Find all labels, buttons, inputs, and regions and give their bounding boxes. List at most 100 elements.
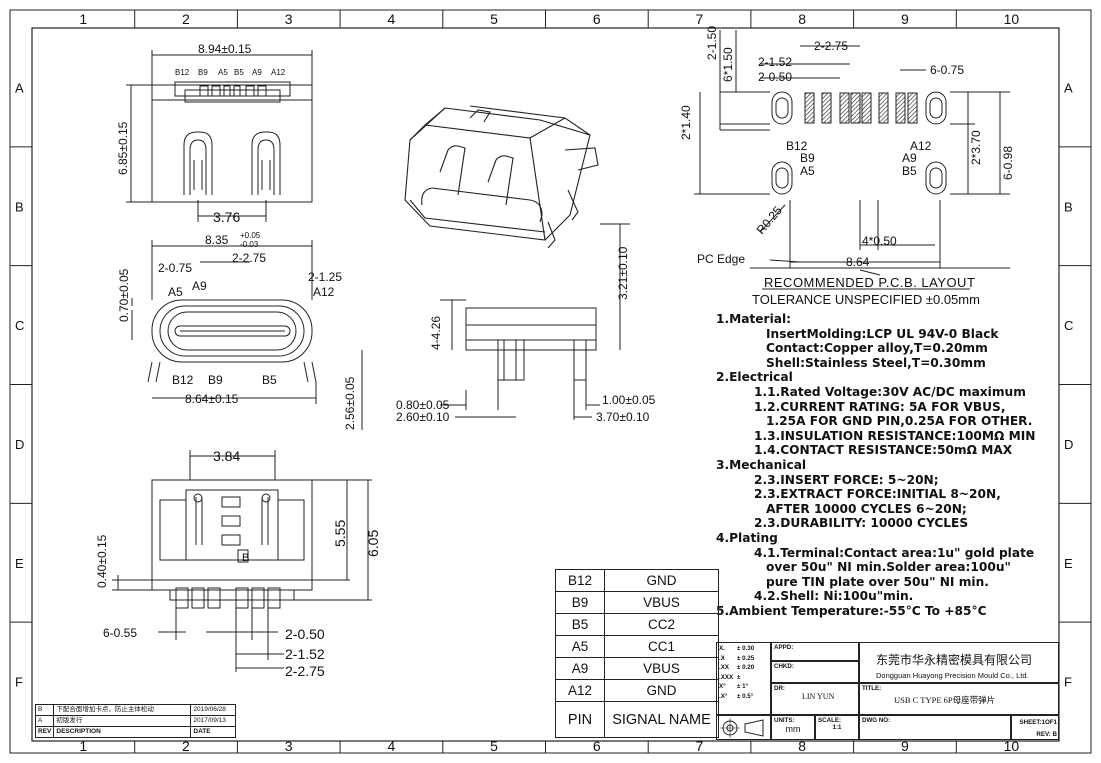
grid-col-label: 1 — [79, 11, 87, 27]
front-width-top-minus: -0.03 — [240, 240, 259, 249]
tolerance-value: ± 0.5° — [737, 692, 754, 700]
side-dim-c: 1.00±0.05 — [602, 393, 656, 407]
appd-label: APPD: — [774, 644, 794, 651]
note-line: 2.Electrical — [716, 370, 793, 385]
grid-col-label: 5 — [490, 738, 498, 754]
bottom-pitch-left: 6-0.55 — [103, 626, 137, 640]
signal-cell: CC1 — [604, 635, 719, 658]
scale-label: SCALE: — [818, 717, 842, 724]
scale-cell: SCALE: 1:1 — [815, 715, 859, 740]
rev-cell: DATE — [190, 726, 237, 738]
grid-col-label: 7 — [696, 738, 704, 754]
grid-col-label: 9 — [901, 738, 909, 754]
side-dim-a: 0.80±0.05 — [396, 398, 450, 412]
grid-col-label: 10 — [1004, 738, 1020, 754]
grid-row-label: F — [1064, 675, 1072, 690]
grid-col-label: 8 — [798, 11, 806, 27]
note-line: 1.4.CONTACT RESISTANCE:50mΩ MAX — [754, 443, 1013, 458]
grid-col-label: 4 — [387, 738, 395, 754]
pcb-pad — [821, 92, 832, 124]
note-line: Shell:Stainless Steel,T=0.30mm — [766, 355, 986, 370]
grid-row-label: B — [1064, 199, 1073, 214]
drawing-title: USB C TYPE 6P母座带弹片 — [894, 695, 996, 705]
grid-col-label: 6 — [593, 738, 601, 754]
side-view — [361, 223, 630, 430]
side-height-body: 4-4.26 — [429, 316, 443, 350]
grid-row-label: E — [1064, 556, 1073, 571]
rev-cell: 下配合面增加卡点，防止主体松动 — [53, 704, 192, 716]
grid-row-label: B — [15, 199, 24, 214]
grid-row-label: C — [1064, 318, 1073, 333]
grid-col-label: 4 — [387, 11, 395, 27]
rev-value: REV: B — [1036, 731, 1057, 738]
note-line: over 50u" NI min.Solder area:100u" — [766, 560, 1011, 575]
first-angle-projection-icon — [720, 718, 764, 738]
bottom-marker: B — [242, 552, 249, 564]
bottom-h2: 6.05 — [365, 530, 381, 557]
pcb-dim-v1: 2-1.50 — [705, 26, 719, 60]
pcb-dim-pitch-a: 2-2.75 — [814, 39, 848, 53]
title-label: TITLE: — [862, 685, 882, 692]
bottom-view — [112, 450, 372, 672]
drawn-by: LIN YUN — [802, 692, 835, 701]
grid-col-label: 3 — [285, 11, 293, 27]
pcb-pad — [878, 92, 889, 124]
pin-cell: B5 — [555, 613, 605, 636]
pin-cell: A5 — [555, 635, 605, 658]
front-view — [131, 240, 317, 404]
tolerance-key: X. — [719, 645, 725, 652]
tolerance-cell: X.± 0.30.X± 0.25.XX± 0.20.XXX±X°± 1°.X°±… — [716, 642, 771, 715]
grid-row-label: D — [15, 437, 24, 452]
grid-row-label: F — [15, 675, 23, 690]
note-line: pure TIN plate over 50u" NI min. — [766, 574, 989, 589]
sheet-cell: SHEET:1OF1 REV: B — [1011, 715, 1059, 740]
note-line: 2.3.EXTRACT FORCE:INITIAL 8~20N, — [754, 487, 1001, 502]
rev-cell: B — [34, 704, 55, 716]
dwg-cell: DWG NO: — [859, 715, 1011, 740]
signal-cell: GND — [604, 569, 719, 592]
tolerance-key: .X° — [719, 692, 728, 700]
front-pin-label: A12 — [313, 285, 335, 299]
pcb-tolerance: TOLERANCE UNSPECIFIED ±0.05mm — [752, 292, 980, 307]
front-pin-label: B9 — [208, 373, 223, 387]
pcb-pad — [850, 92, 861, 124]
grid-row-label: E — [15, 556, 24, 571]
grid-row-label: A — [15, 80, 24, 95]
pcb-pads — [804, 92, 918, 124]
pcb-pad — [895, 92, 906, 124]
front-width-bottom: 8.64±0.15 — [185, 392, 239, 406]
pin-cell: A12 — [555, 679, 605, 702]
tolerance-value: ± 0.30 — [737, 645, 755, 652]
tolerance-row: .XXX± — [719, 673, 768, 683]
pcb-dim-bottom-a: 4*0.50 — [862, 234, 897, 248]
top-pin-label: A9 — [252, 68, 262, 77]
outer-frame — [9, 9, 1092, 754]
note-line: InsertMolding:LCP UL 94V-0 Black — [766, 326, 999, 341]
pcb-title: RECOMMENDED P.C.B. LAYOUT — [764, 275, 975, 290]
top-height-dim: 6.85±0.15 — [116, 121, 130, 175]
pcb-pin-label: A12 — [910, 139, 932, 153]
grid-col-label: 8 — [798, 738, 806, 754]
grid-col-label: 1 — [79, 738, 87, 754]
rev-cell: 2019/06/28 — [190, 704, 237, 716]
grid-col-label: 6 — [593, 11, 601, 27]
bottom-side-dim: 0.40±0.15 — [95, 534, 109, 588]
rev-cell: 2017/09/13 — [190, 715, 237, 727]
note-line: Contact:Copper alloy,T=0.20mm — [766, 341, 988, 356]
top-pin-label: B9 — [198, 68, 208, 77]
grid-col-label: 2 — [182, 11, 190, 27]
pcb-dim-left: 2*1.40 — [679, 105, 693, 140]
top-pin-label: A5 — [218, 68, 228, 77]
bottom-pitch-r1: 2-0.50 — [285, 626, 325, 642]
signal-cell: CC2 — [604, 613, 719, 636]
top-pin-label: B12 — [175, 68, 190, 77]
front-pitch-c: 2-1.25 — [308, 270, 342, 284]
title-block: X.± 0.30.X± 0.25.XX± 0.20.XXX±X°± 1°.X°±… — [716, 642, 1059, 740]
bottom-pitch-r2: 2-1.52 — [285, 646, 325, 662]
